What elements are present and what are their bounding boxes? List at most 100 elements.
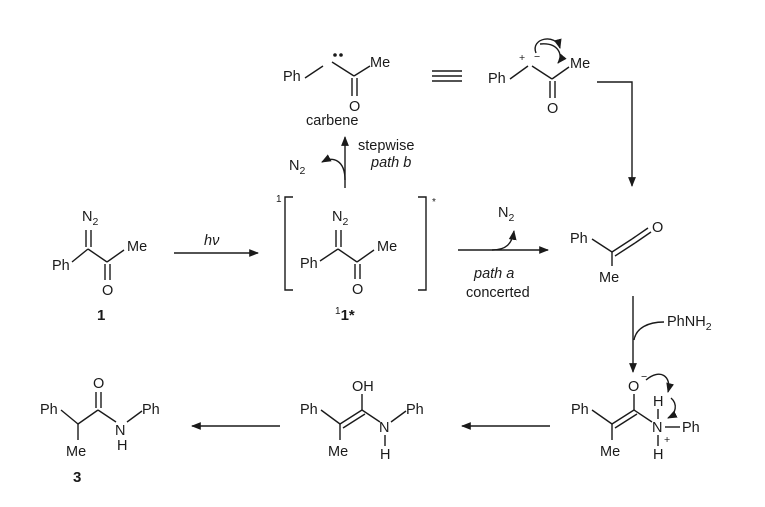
- zwitterion-bond-ph-c: [509, 65, 529, 80]
- compound-3-bond-ch-co: [77, 409, 99, 425]
- enol-h-label: H: [380, 447, 390, 463]
- ketene-me-label: Me: [599, 270, 619, 286]
- enol-me-label: Me: [328, 444, 348, 460]
- enol-bond-c-n: [361, 409, 381, 423]
- compound-3-bond-n-ph: [126, 410, 143, 423]
- compound-3-me-label: Me: [66, 444, 86, 460]
- compound-3-nh-h-label: H: [117, 438, 127, 454]
- zwitterion-plus-charge: +: [519, 52, 525, 64]
- carbene-ph-label: Ph: [283, 69, 301, 85]
- ketene-bond-ph-c: [591, 238, 613, 253]
- bracket-star: *: [432, 197, 436, 208]
- arrow-zwitterion-to-ketene: [597, 81, 636, 187]
- path-a-label: path a: [473, 266, 514, 282]
- ketene-bond-c-o-double: [634, 231, 652, 244]
- compound-3-ph-label: Ph: [40, 402, 58, 418]
- proton-transfer-curly-arrow-icon: [645, 373, 674, 393]
- equivalence-sign: [432, 70, 462, 82]
- compound-3-n-ph-label: Ph: [142, 402, 160, 418]
- ketene-ph-label: Ph: [570, 231, 588, 247]
- compound-1-n2-label: N2: [82, 209, 98, 228]
- compound-1-number: 1: [97, 307, 105, 324]
- enol-bond-c-c-double: [342, 413, 366, 429]
- hv-label: hν: [204, 233, 220, 249]
- excited-bond-co-me: [356, 249, 375, 263]
- excited-state-structure: 1 * N2 Ph O Me 11*: [276, 194, 436, 324]
- excited-o-label: O: [352, 282, 363, 298]
- n2-loss-curly-arrow-icon: [491, 230, 517, 251]
- concerted-label: concerted: [466, 285, 530, 301]
- carbene-bond-co-me: [353, 65, 371, 77]
- carbene-o-label: O: [349, 99, 360, 115]
- path-b-label: path b: [370, 155, 411, 171]
- stepwise-label: stepwise: [358, 138, 414, 154]
- adduct-n-label: N: [652, 420, 662, 436]
- excited-n2-label: N2: [332, 209, 348, 228]
- enol-bond-ph-c: [320, 409, 341, 425]
- compound-1-bond-ph-c: [71, 248, 89, 263]
- excited-bond-c-co: [337, 248, 358, 263]
- adduct-bond-c-c: [611, 409, 635, 425]
- adduct-bond-c-n: [633, 409, 653, 423]
- enol-ph-label: Ph: [300, 402, 318, 418]
- enol-oh-label: OH: [352, 379, 374, 395]
- curly-arrow-icon: [539, 43, 567, 64]
- n2-loss-curly-arrow-icon: [321, 154, 346, 181]
- ketene-bond-c-c-double: [614, 242, 636, 257]
- excited-ph-label: Ph: [300, 256, 318, 272]
- adduct-bond-c-c-double: [614, 413, 638, 429]
- enol-n-ph-label: Ph: [406, 402, 424, 418]
- nh-bond-curly-arrow-icon: [667, 397, 678, 419]
- compound-1-structure: N2 Ph O Me 1: [52, 209, 147, 324]
- compound-3-bond-co-n: [97, 409, 117, 423]
- compound-3-nh-n-label: N: [115, 423, 125, 439]
- carbene-bond-c-co: [331, 61, 355, 77]
- ketene-bond-c-o: [631, 227, 649, 240]
- left-bracket: [284, 196, 293, 291]
- carbene-me-label: Me: [370, 55, 390, 71]
- adduct-ph-label: Ph: [571, 402, 589, 418]
- compound-3-bond-ph-ch: [60, 409, 79, 425]
- adduct-n-ph-label: Ph: [682, 420, 700, 436]
- excited-compound-number: 11*: [335, 306, 355, 324]
- enol-bond-c-c: [339, 409, 363, 425]
- enol-bond-n-ph: [390, 410, 407, 423]
- excited-bond-ph-c: [319, 248, 339, 262]
- carbene-bond-ph-c: [304, 65, 324, 79]
- carbene-lone-pair-dot: [339, 53, 343, 57]
- compound-1-ph-label: Ph: [52, 258, 70, 274]
- ketene-bond-c-c: [611, 238, 633, 253]
- compound-1-me-label: Me: [127, 239, 147, 255]
- zwitterion-minus-charge: −: [534, 51, 540, 63]
- zwitterion-bond-c-co: [531, 65, 553, 80]
- n2-lost-stepwise-label: N2: [289, 158, 305, 177]
- curly-arrow-icon: [534, 38, 562, 54]
- zwitterion-ph-label: Ph: [488, 71, 506, 87]
- compound-3-number: 3: [73, 469, 81, 486]
- compound-3-o-label: O: [93, 376, 104, 392]
- compound-1-o-label: O: [102, 283, 113, 299]
- zwitterion-structure: Ph + − O Me: [488, 38, 590, 117]
- carbene-lone-pair-dot: [333, 53, 337, 57]
- excited-me-label: Me: [377, 239, 397, 255]
- compound-3-structure: Ph O N H Ph Me 3: [40, 376, 160, 486]
- adduct-me-label: Me: [600, 444, 620, 460]
- adduct-o-label: O: [628, 379, 639, 395]
- zwitterion-o-label: O: [547, 101, 558, 117]
- n2-lost-concerted-label: N2: [498, 205, 514, 224]
- adduct-h-top-label: H: [653, 394, 663, 410]
- carbene-structure: Ph O Me carbene: [283, 53, 390, 129]
- enol-amide-structure: Ph OH N H Ph Me: [300, 379, 424, 463]
- zwitterion-me-label: Me: [570, 56, 590, 72]
- compound-1-bond-c-co: [87, 248, 108, 263]
- compound-1-bond-co-me: [106, 249, 125, 263]
- adduct-n-plus: +: [664, 434, 670, 446]
- zwitterion-bond-co-me: [551, 66, 570, 80]
- adduct-h-bottom-label: H: [653, 447, 663, 463]
- adduct-o-minus: −: [641, 371, 647, 383]
- ketene-structure: Ph O Me: [570, 220, 663, 286]
- bracket-singlet-superscript: 1: [276, 194, 282, 205]
- adduct-bond-ph-c: [591, 409, 613, 425]
- amine-curly-arrow-icon: [633, 321, 665, 341]
